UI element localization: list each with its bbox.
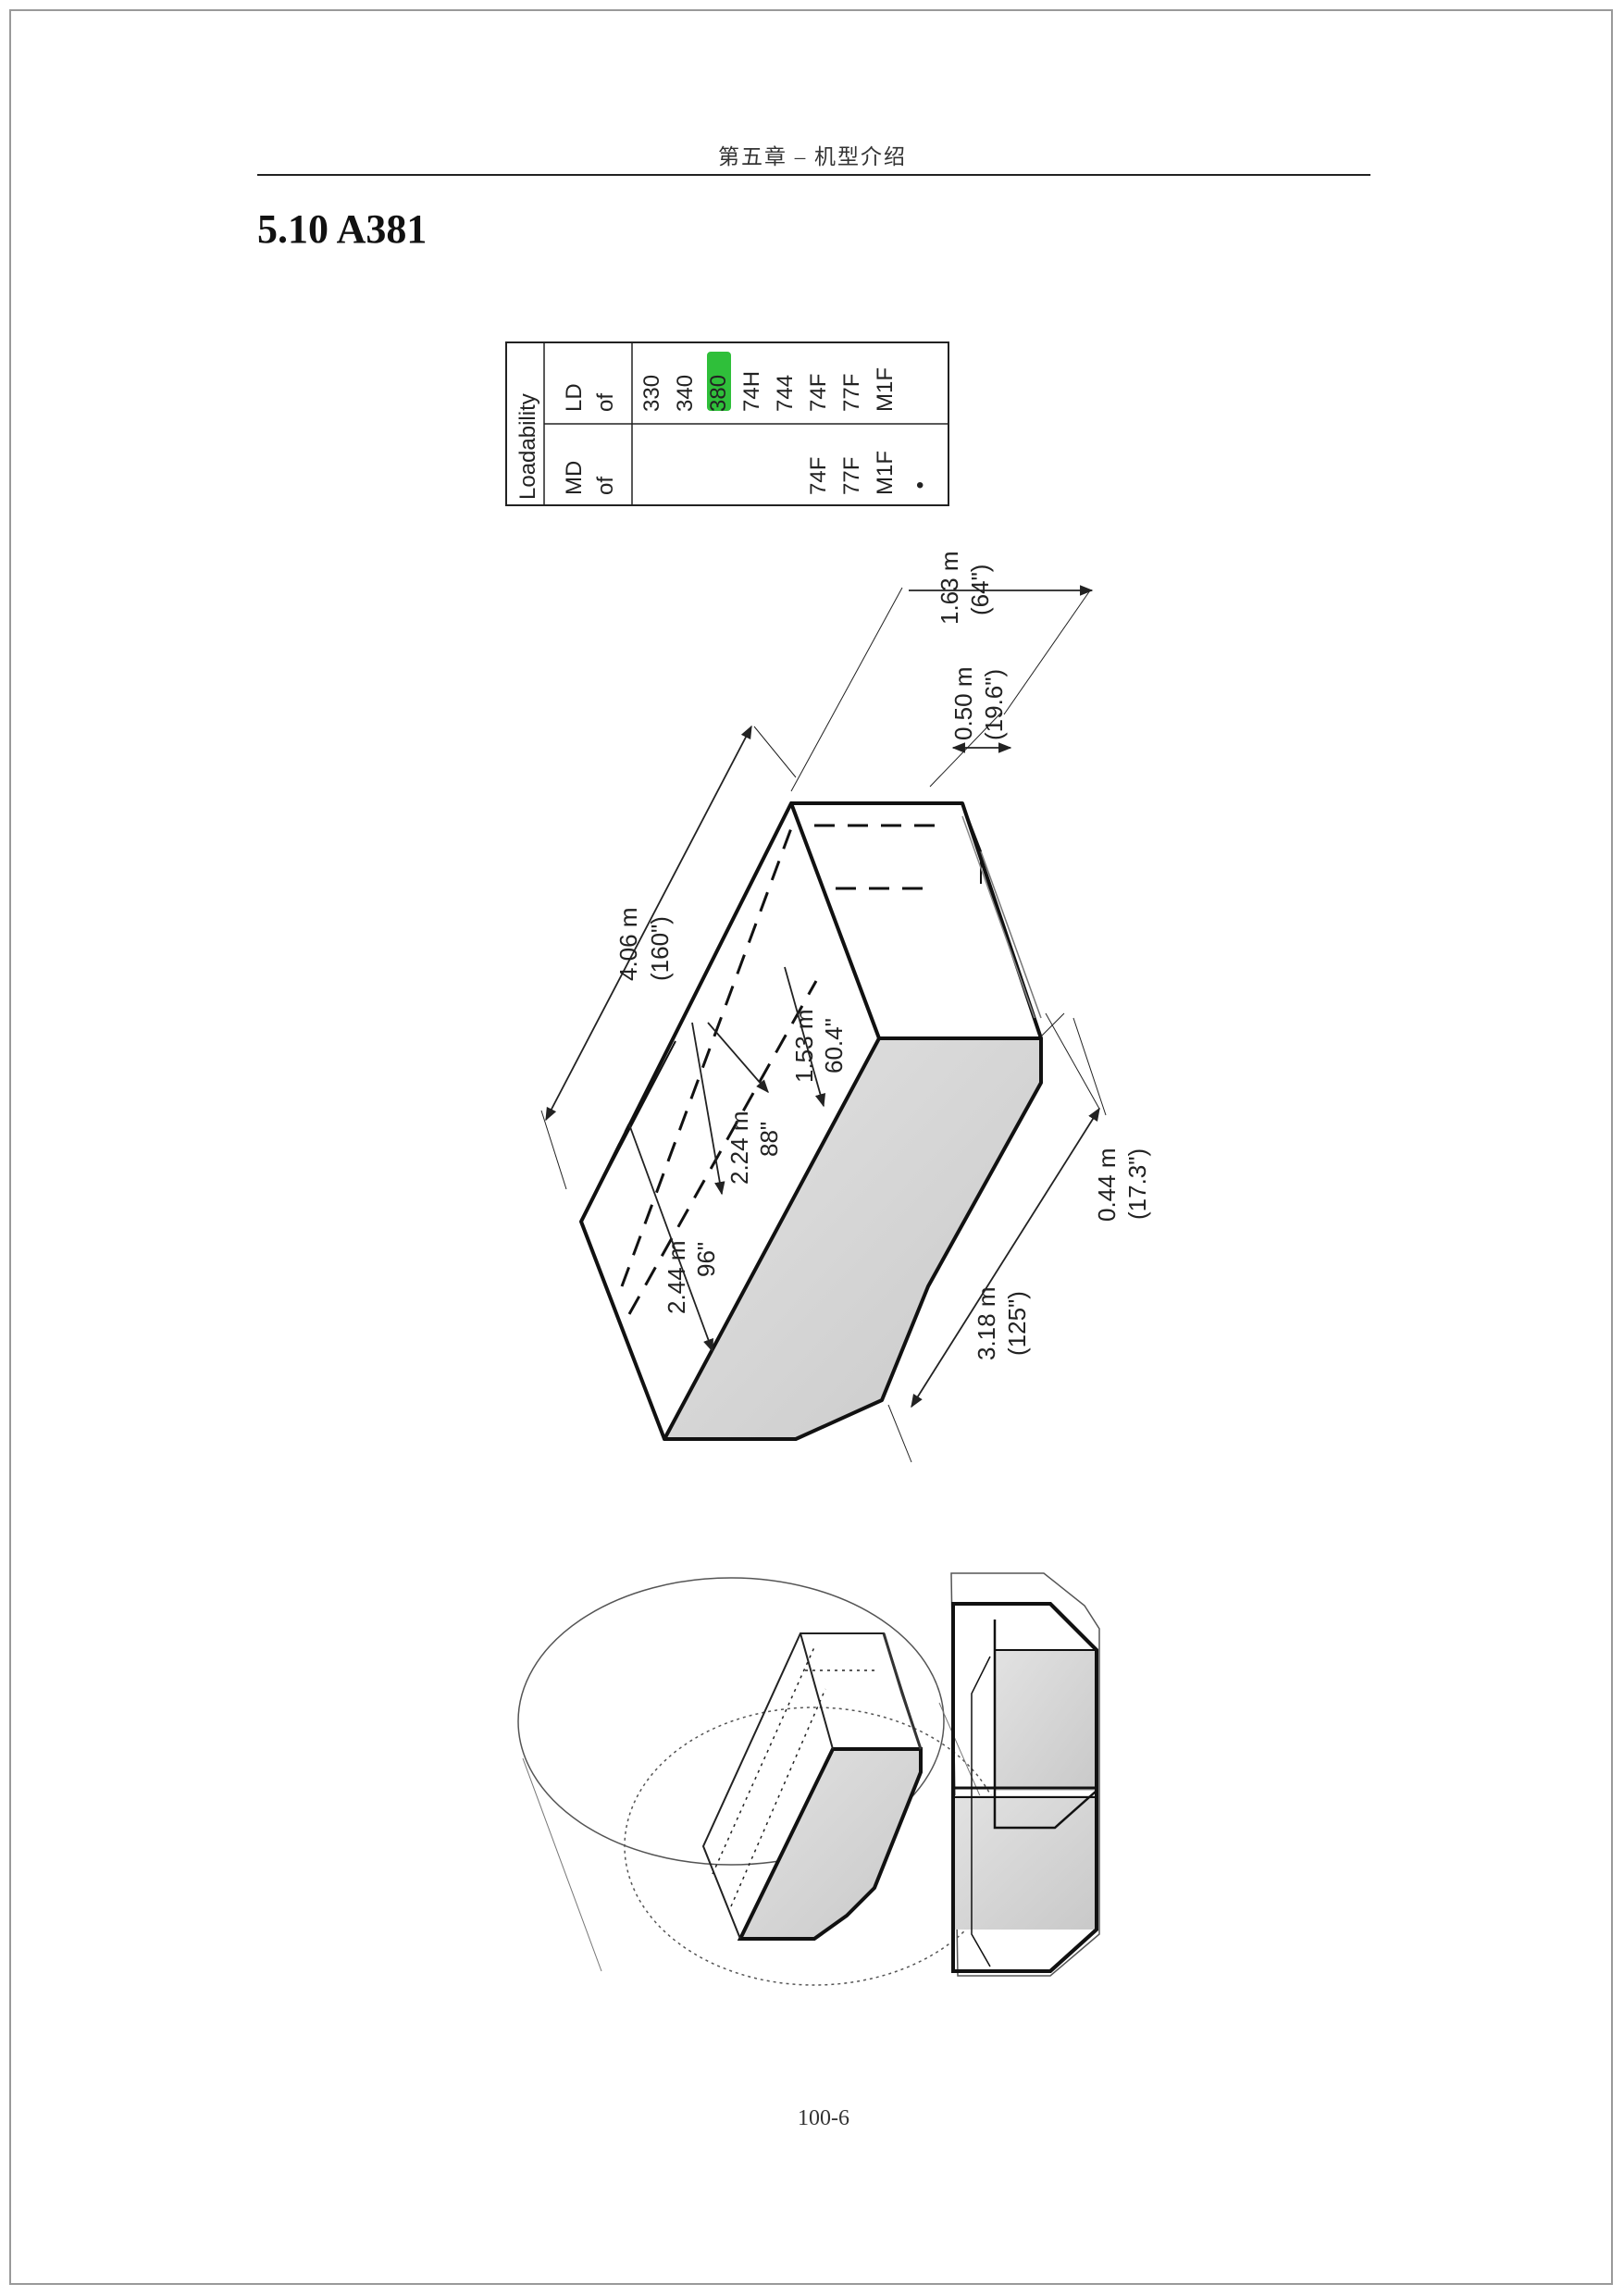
- md-mark: •: [916, 473, 924, 498]
- ld-type: 74H: [739, 371, 764, 412]
- ld-type: 744: [773, 375, 798, 412]
- dim-length-metric: 4.06 m: [614, 908, 642, 982]
- ld-type: 340: [673, 375, 698, 412]
- loadability-table: Loadability LD of MD of 330 340 380 74H …: [505, 341, 949, 506]
- page-frame: [9, 9, 1613, 2285]
- md-type: 74F: [806, 457, 831, 495]
- dim-inner-width-metric: 1.53 m: [790, 1010, 818, 1084]
- dim-inner-height-imperial: 88": [755, 1122, 783, 1157]
- section-title: 5.10 A381: [257, 206, 428, 252]
- ld-type: 74F: [806, 374, 831, 412]
- ld-type: M1F: [873, 367, 898, 412]
- dim-inner-height-metric: 2.24 m: [725, 1111, 753, 1185]
- md-type: 77F: [839, 457, 864, 495]
- dim-length-imperial: (160"): [646, 916, 674, 981]
- dim-contour-offset-imperial: (19.6"): [980, 669, 1008, 740]
- dim-height-metric: 2.44 m: [663, 1241, 690, 1315]
- header-rule: [257, 174, 1370, 176]
- dim-base-offset-metric: 0.44 m: [1093, 1148, 1121, 1222]
- md-label: MD: [562, 461, 587, 495]
- dim-top-offset-imperial: (64"): [966, 565, 994, 615]
- ld-of: of: [593, 393, 618, 412]
- dim-base-offset-imperial: (17.3"): [1123, 1148, 1151, 1220]
- dim-height-imperial: 96": [692, 1242, 720, 1277]
- dim-contour-offset-metric: 0.50 m: [949, 667, 977, 741]
- side-profile-drawing: [950, 1572, 1100, 1977]
- md-of: of: [593, 477, 618, 495]
- dimension-labels: 4.06 m (160") 1.63 m (64") 0.50 m (19.6"…: [614, 552, 1151, 1361]
- ld-label: LD: [562, 383, 587, 412]
- md-type: M1F: [873, 451, 898, 495]
- ld-type: 77F: [839, 374, 864, 412]
- fuselage-section-drawing: [517, 1577, 1005, 1986]
- loadability-title: Loadability: [515, 393, 540, 500]
- dim-inner-width-imperial: 60.4": [820, 1018, 848, 1074]
- dim-base-width-imperial: (125"): [1003, 1291, 1031, 1356]
- page-number: 100-6: [798, 2106, 849, 2130]
- running-header: 第五章 – 机型介绍: [718, 145, 907, 168]
- ld-type: 330: [639, 375, 664, 412]
- dim-top-offset-metric: 1.63 m: [936, 552, 963, 626]
- dim-base-width-metric: 3.18 m: [973, 1287, 1000, 1361]
- ld-type: 380: [706, 375, 731, 412]
- container-drawing: [540, 585, 1107, 1463]
- highlight-mark: [707, 352, 731, 411]
